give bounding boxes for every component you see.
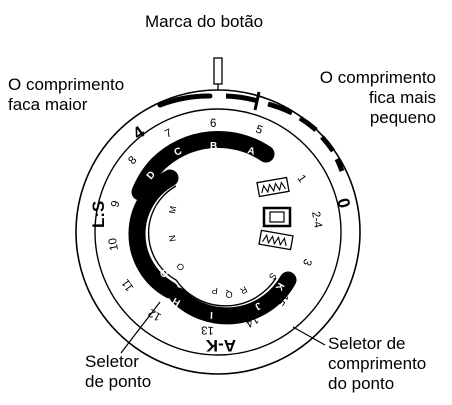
buttonhole-icon: [262, 206, 292, 228]
stitch-number-6: 6: [210, 118, 216, 130]
length-selector-leader: [292, 326, 326, 346]
length-tick: [253, 91, 261, 111]
letter-o: O: [174, 261, 186, 272]
stitch-number-3: 3: [300, 257, 313, 267]
letter-b: B: [210, 141, 217, 152]
letter-band-left: [128, 169, 179, 299]
letter-e: E: [154, 205, 166, 214]
length-selector-label: Seletor de comprimento do ponto: [328, 334, 427, 393]
letter-c: C: [173, 146, 184, 159]
knob-mark-label: Marca do botão: [145, 12, 264, 31]
stitch-number-11: 11: [120, 276, 137, 293]
letter-inner-track: [147, 185, 277, 307]
zigzag-stitch-icon-2: [258, 229, 294, 251]
stitch-number-9: 9: [109, 199, 122, 208]
ak-label: A-K: [205, 336, 236, 355]
letter-s: S: [267, 271, 279, 282]
letters-inner: M N O P Q R S: [167, 205, 279, 300]
letter-j: J: [253, 299, 263, 311]
stitch-number-2-4: 2-4: [309, 210, 324, 229]
letter-a: A: [246, 145, 256, 157]
letter-n: N: [167, 234, 178, 242]
length-arc-long: [157, 93, 213, 108]
letter-q: Q: [225, 289, 234, 300]
stitch-number-5: 5: [254, 124, 264, 137]
shorter-label: O comprimento fica mais pequeno: [319, 68, 436, 127]
zigzag-stitch-icon: [256, 176, 290, 198]
stitch-selector-leader: [120, 301, 161, 354]
letter-m: M: [167, 205, 178, 214]
ls-label: L:S: [89, 201, 108, 228]
letter-p: P: [211, 285, 218, 295]
stitch-pattern-icons: [256, 176, 294, 251]
letter-i: I: [210, 309, 213, 320]
letter-h: H: [171, 295, 183, 308]
stitch-selector-label: Seletor de ponto: [85, 352, 152, 391]
letter-f: F: [153, 237, 165, 245]
longer-label: O comprimento faca maior: [8, 75, 125, 114]
letter-r: R: [238, 284, 249, 296]
stitch-number-7: 7: [163, 127, 174, 141]
letter-band-top: [131, 130, 275, 201]
knob-mark: [213, 57, 223, 85]
letter-band-bottom: [169, 271, 297, 325]
stitch-number-10: 10: [107, 237, 121, 252]
stitch-number-12: 12: [146, 306, 163, 323]
stitch-number-13: 13: [201, 324, 214, 336]
